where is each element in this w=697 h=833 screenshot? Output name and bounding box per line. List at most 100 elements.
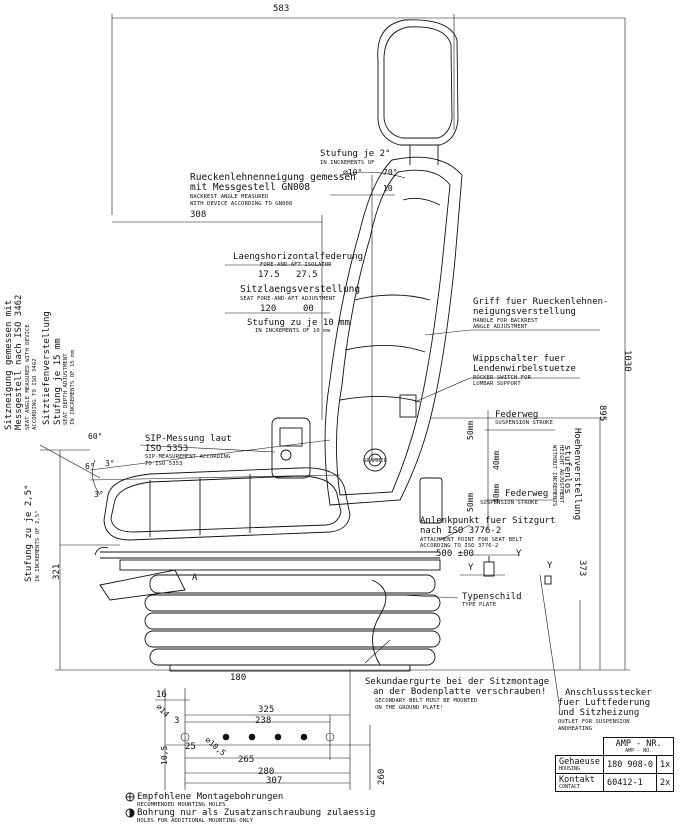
label-rueckenlehne-en1: BACKREST ANGLE MEASURED [190, 194, 269, 200]
dim-17-5: 17.5 [258, 270, 280, 280]
label-wipp-en1: ROCKER SWITCH FOR [473, 375, 531, 381]
label-anlenk-en2: ACCORDING TO ISO 3776-2 [420, 543, 499, 549]
label-rueckenlehne-en2: WITH DEVICE ACCORDING TO GN008 [190, 201, 293, 207]
sip-lines [39, 439, 341, 496]
axis-y-3: Y [547, 561, 553, 571]
label-griff-de2: neigungsverstellung [473, 307, 576, 317]
label-rueckenlehne-de2: mit Messgestell GN008 [190, 182, 311, 193]
seat-base [94, 546, 441, 601]
label-federweg1-en: SUSPENSION STROKE [495, 420, 553, 426]
seat-cushion [103, 467, 351, 541]
dim-3: 3 [174, 716, 180, 726]
brand-logo: GRAMMER [363, 458, 387, 464]
label-hoehen-de1: Hoehenverstellung [572, 428, 582, 521]
mounting-plate-view [155, 688, 371, 790]
row-name-de: Kontakt [559, 775, 595, 785]
label-griff-de1: Griff fuer Rueckenlehnen- [473, 297, 609, 307]
table-header: AMP - NR. AMP - NO. [602, 737, 675, 756]
dim-70deg: 70° [383, 168, 398, 177]
label-stufung-2-de: Stufung je 2° [320, 149, 391, 159]
leader-lines [139, 329, 600, 711]
dim-307: 307 [266, 776, 283, 786]
marker-a: A [192, 573, 198, 583]
dim-40mm-top: 40mm [492, 450, 501, 470]
dim-10: 10 [383, 184, 393, 193]
dim-238: 238 [255, 716, 272, 726]
dim-16: 16 [156, 690, 167, 700]
label-typen-de: Typenschild [462, 592, 522, 602]
label-typen-en: TYPE PLATE [462, 602, 497, 608]
label-anschl-de2: fuer Luftfederung [558, 698, 651, 708]
label-stufung-10-en: IN INCREMENTS OF 10 mm [255, 328, 331, 334]
table-cell-number: 60412-1 [602, 773, 658, 792]
label-laengs-de: Laengshorizontalfederung [233, 252, 364, 262]
label-bohr-de: Bohrung nur als Zusatzanschraubung zulae… [137, 808, 376, 818]
dim-895: 895 [597, 405, 607, 422]
label-stufung-2-en: IN INCREMENTS OF [320, 160, 375, 166]
dim-325: 325 [258, 705, 275, 715]
label-sitztiefe-de2: Stufung je 15 mm [53, 338, 63, 425]
label-federweg2-en: SUSPENSION STROKE [480, 500, 538, 506]
label-anschl-en1: OUTLET FOR SUSPENSION [558, 719, 630, 725]
row-name-de: Gehaeuse [559, 757, 600, 767]
label-sip-de2: ISO 5353 [145, 444, 189, 454]
label-empf-en: RECOMMENDED MOUNTING HOLES [137, 802, 226, 808]
legend-symbols [125, 792, 135, 818]
table-header-de: AMP - NR. [615, 739, 662, 749]
label-sitzneig-de2: Messgestell nach ISO 3462 [14, 294, 24, 430]
dim-10-5: 10,5 [160, 745, 169, 765]
label-bohr-en: HOLES FOR ADDITIONAL MOUNTING ONLY [137, 818, 253, 824]
label-stufung-25-de: Stufung zu je 2,5° [24, 484, 34, 582]
label-federweg1-de: Federweg [495, 410, 539, 420]
label-griff-en2: ANGLE ADJUSTMENT [473, 324, 528, 330]
label-sitzneig-en1: SEAT ANGLE MEASURED WITH DEVICE [25, 324, 31, 430]
dim-120: 120 [260, 304, 277, 314]
dim-00: 00 [303, 304, 314, 314]
dim-6deg: 6° [85, 462, 95, 471]
label-sekund-de2: an der Bodenplatte verschrauben! [373, 687, 547, 697]
axis-y-2: Y [468, 563, 474, 573]
label-hoehen-en1: HEIGHT ADJUSTMENT [558, 445, 564, 503]
label-griff-en1: HANDLE FOR BACKREST [473, 318, 538, 324]
label-federweg2-de: Federweg [505, 489, 549, 499]
label-sekund-en1: SECONDARY BELT MUST BE MOUNTED [375, 698, 478, 704]
connector-symbol [483, 556, 552, 585]
table-header-row: AMP - NR. AMP - NO. [555, 737, 675, 756]
label-sitzneig-de1: Sitzneigung gemessen mit [4, 299, 14, 430]
label-wipp-de1: Wippschalter fuer [473, 354, 566, 364]
dimension-lines [40, 14, 630, 700]
dim-180: 180 [230, 673, 247, 683]
dim-583: 583 [273, 4, 290, 14]
label-sitztiefe-en1: SEAT DEPTH ADJUSTMENT [63, 353, 69, 425]
dim-373: 373 [577, 560, 587, 577]
table-cell-qty: 2x [656, 773, 675, 792]
label-anschl-de1: Anschlussstecker [565, 688, 652, 698]
label-laengs-en: FORE-AND-AFT ISOLATOR [260, 262, 332, 268]
label-anlenk-en1: ATTACHMENT POINT FOR SEAT BELT [420, 537, 523, 543]
dim-50mm-top: 50mm [466, 420, 475, 440]
label-rueckenlehne-de1: Rueckenlehnenneigung gemessen [190, 172, 356, 183]
row-name-en: CONTACT [559, 784, 581, 790]
backrest [324, 156, 463, 506]
dim-27-5: 27.5 [296, 270, 318, 280]
dim-308: 308 [190, 210, 207, 220]
table-cell-qty: 1x [656, 755, 675, 774]
dim-25: 25 [185, 742, 196, 752]
table-cell-name: Gehaeuse HOUSING [555, 755, 604, 774]
label-sitztiefe-en2: IN INCREMENTS OF 15 mm [70, 349, 76, 425]
dim-321: 321 [52, 563, 62, 580]
label-empf-de: Empfohlene Montagebohrungen [137, 792, 284, 802]
suspension-bellows [144, 574, 441, 672]
dim-280: 280 [258, 767, 275, 777]
label-sitzlaengs-de: Sitzlaengsverstellung [240, 284, 361, 295]
label-anschl-de3: und Sitzheizung [558, 708, 640, 718]
headrest [377, 19, 459, 165]
label-sitztiefe-de1: Sitztiefenverstellung [42, 311, 52, 425]
label-sekund-de1: Sekundaergurte bei der Sitzmontage [365, 677, 550, 687]
label-sip-de1: SIP-Messung laut [145, 434, 232, 444]
label-wipp-en2: LUMBAR SUPPORT [473, 381, 521, 387]
label-sitzlaengs-en: SEAT FORE-AND-AFT ADJUSTMENT [240, 296, 336, 302]
label-anlenk-de1: Anlenkpunkt fuer Sitzgurt [420, 516, 556, 526]
table-row: Kontakt CONTACT 60412-1 2x [555, 773, 675, 792]
table-cell-empty [555, 737, 604, 756]
